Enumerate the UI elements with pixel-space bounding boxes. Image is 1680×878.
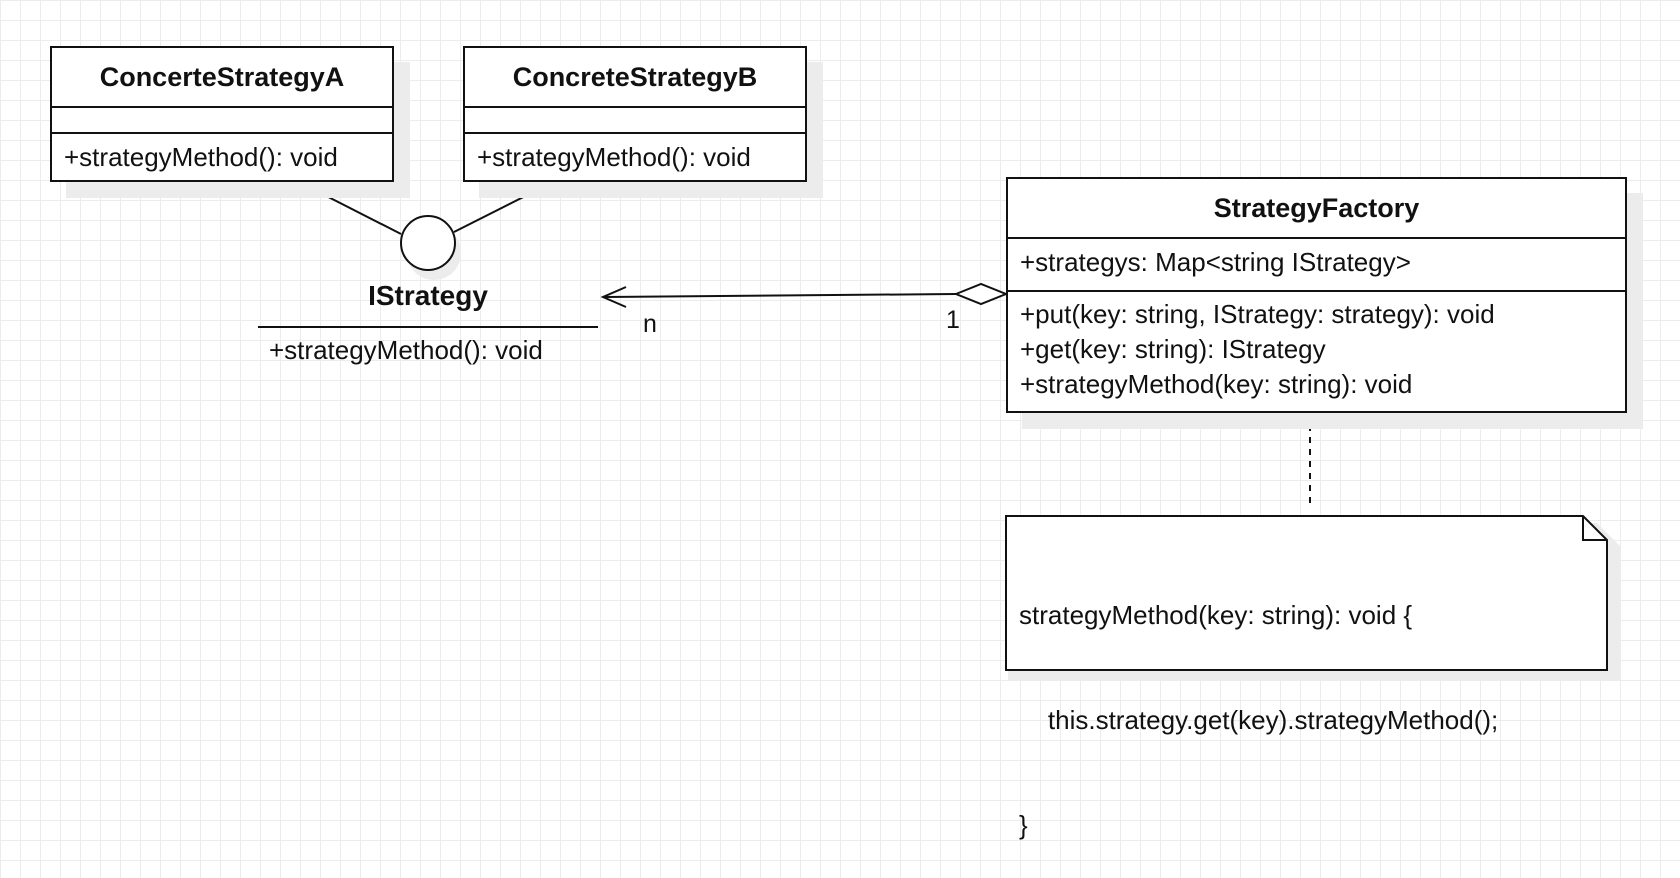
class-name: ConcreteStrategyB: [465, 48, 805, 108]
multiplicity-target: n: [643, 310, 657, 338]
class-method: +strategyMethod(): void: [477, 142, 751, 172]
class-methods: +put(key: string, IStrategy: strategy): …: [1008, 292, 1625, 402]
note-box[interactable]: [1005, 515, 1608, 671]
class-attributes: +strategys: Map<string IStrategy>: [1008, 239, 1625, 292]
note-content: strategyMethod(key: string): void { this…: [1019, 528, 1498, 878]
class-methods: +strategyMethod(): void: [52, 134, 392, 175]
interface-lollipop-icon[interactable]: [400, 215, 456, 271]
aggregation-diamond-icon: [953, 282, 1009, 306]
realization-line-a[interactable]: [296, 180, 402, 235]
note-fold-icon: [1582, 516, 1607, 541]
note-line: }: [1019, 810, 1028, 840]
class-attribute: +strategys: Map<string IStrategy>: [1020, 247, 1411, 277]
interface-method: +strategyMethod(): void: [269, 335, 543, 365]
class-method: +put(key: string, IStrategy: strategy): …: [1020, 299, 1495, 329]
interface-name[interactable]: IStrategy: [368, 280, 488, 311]
realization-line-b[interactable]: [453, 180, 556, 233]
class-attributes-empty: [52, 108, 392, 134]
association-line[interactable]: [602, 293, 957, 298]
class-method: +strategyMethod(): void: [64, 142, 338, 172]
multiplicity-source: 1: [946, 306, 960, 334]
class-name: ConcerteStrategyA: [52, 48, 392, 108]
note-line: this.strategy.get(key).strategyMethod();: [1019, 705, 1499, 735]
association-arrowhead: [600, 286, 627, 308]
class-attributes-empty: [465, 108, 805, 134]
class-name: StrategyFactory: [1008, 179, 1625, 239]
class-methods: +strategyMethod(): void: [465, 134, 805, 175]
note-line: strategyMethod(key: string): void {: [1019, 600, 1413, 630]
class-strategy-factory[interactable]: StrategyFactory +strategys: Map<string I…: [1006, 177, 1627, 413]
class-concerte-strategy-a[interactable]: ConcerteStrategyA +strategyMethod(): voi…: [50, 46, 394, 182]
class-concrete-strategy-b[interactable]: ConcreteStrategyB +strategyMethod(): voi…: [463, 46, 807, 182]
class-method: +strategyMethod(key: string): void: [1020, 369, 1413, 399]
diagram-connectors: [258, 180, 1621, 680]
class-method: +get(key: string): IStrategy: [1020, 334, 1326, 364]
